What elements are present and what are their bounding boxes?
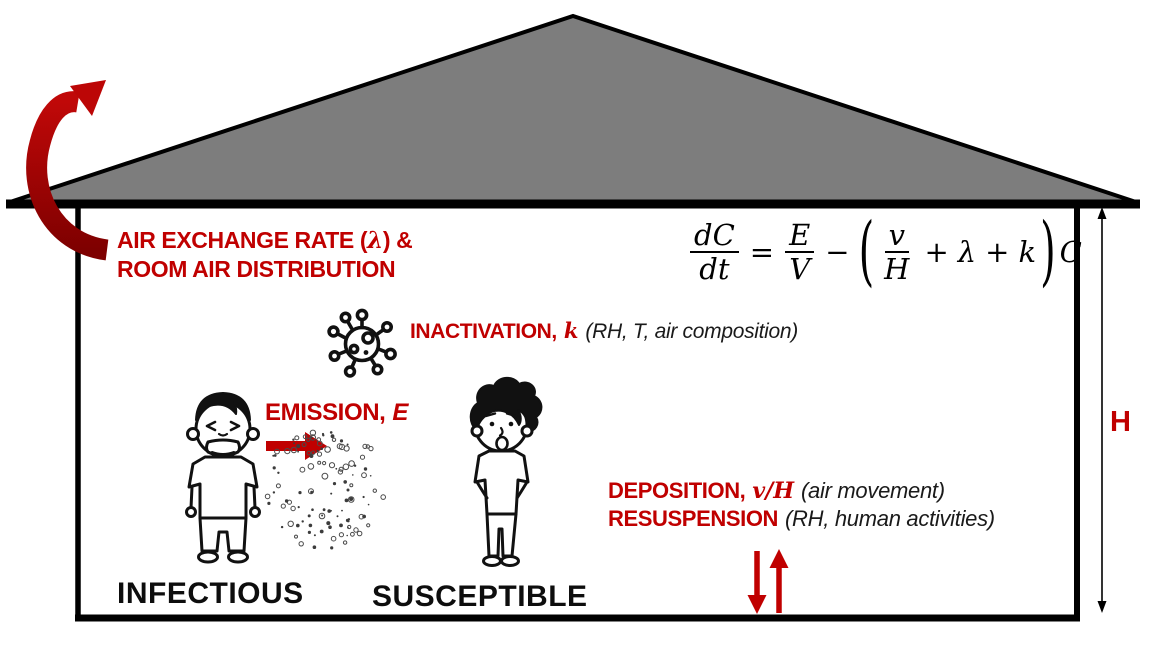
susceptible-caption: SUSCEPTIBLE	[372, 580, 588, 613]
infectious-person-figure	[185, 392, 261, 564]
room-height-dimension-arrow	[1097, 207, 1107, 613]
room-height-label: H	[1110, 406, 1131, 438]
inactivation-label: INACTIVATION,k(RH, T, air composition)	[410, 318, 799, 343]
emission-label: EMISSION,E	[265, 399, 409, 426]
air-exchange-curved-arrow-icon	[26, 80, 109, 261]
infectious-caption: INFECTIOUS	[117, 577, 304, 610]
coronavirus-particle-icon	[327, 308, 397, 378]
deposition-resuspension-label: DEPOSITION,v/H(air movement) RESUSPENSIO…	[608, 478, 995, 531]
exhaled-particle-cloud	[264, 429, 387, 550]
deposition-down-arrow-icon	[747, 551, 767, 614]
roof	[9, 13, 1137, 204]
air-exchange-label: AIR EXCHANGE RATE (λ) & ROOM AIR DISTRIB…	[117, 227, 413, 282]
susceptible-person-figure	[469, 376, 543, 567]
resuspension-up-arrow-icon	[769, 549, 789, 613]
